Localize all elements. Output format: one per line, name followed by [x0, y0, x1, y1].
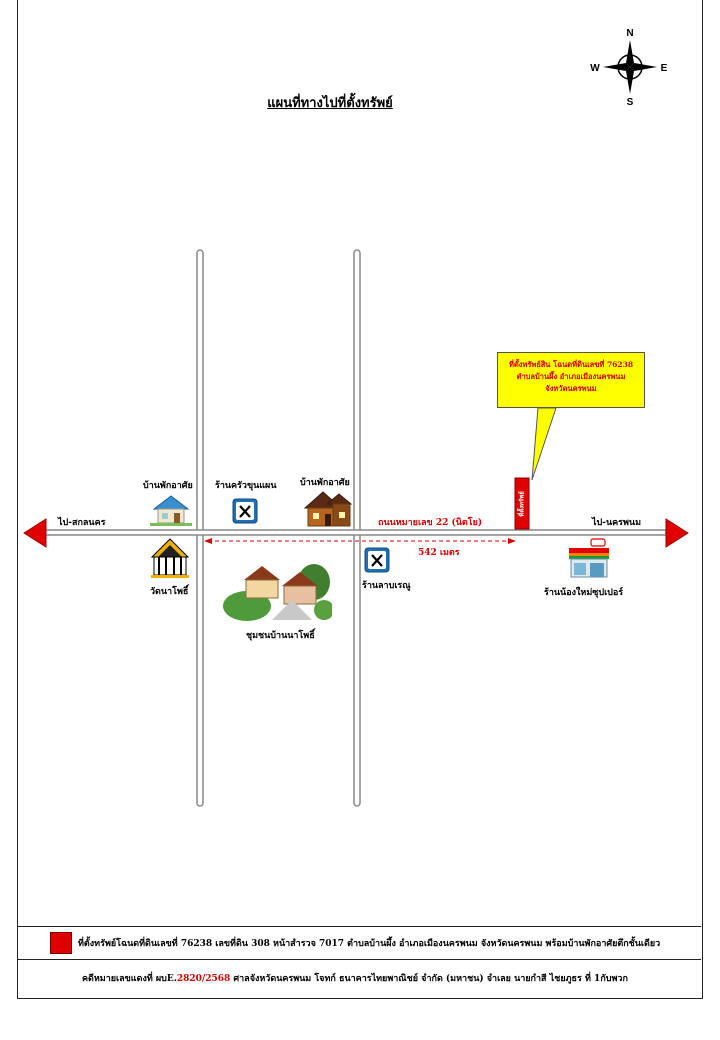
case-prefix: คดีหมายเลขแดงที่ ผบE. — [82, 974, 177, 984]
legend-description: ที่ตั้งทรัพย์โฉนดที่ดินเลขที่ 76238 เลขท… — [78, 939, 661, 949]
house-right-label: บ้านพักอาศัย — [300, 478, 350, 488]
restaurant-bottom-icon — [364, 547, 390, 573]
house-right-icon — [303, 491, 353, 527]
left-direction-label: ไป-สกลนคร — [58, 518, 106, 528]
road-name-label: ถนนหมายเลข 22 (นิตโย) — [378, 518, 483, 528]
compass-e: E — [661, 63, 668, 74]
distance-label: 542 เมตร — [418, 548, 460, 558]
store-icon — [569, 538, 609, 578]
distance-arrow-left-icon — [204, 538, 212, 544]
temple-label: วัดนาโพธิ์ — [150, 587, 189, 597]
compass-s: S — [627, 97, 634, 106]
case-info: คดีหมายเลขแดงที่ ผบE.2820/2568 ศาลจังหวั… — [82, 971, 628, 985]
case-number: 2820/2568 — [176, 974, 231, 984]
compass-w: W — [590, 63, 600, 74]
store-label: ร้านน้องใหม่ซุปเปอร์ — [544, 588, 624, 598]
callout-line3: จังหวัดนครพนม — [545, 384, 597, 393]
restaurant-top-icon — [232, 498, 258, 524]
compass-rose: N S W E — [590, 28, 668, 106]
right-direction-label: ไป-นครพนม — [592, 518, 641, 528]
legend-row — [17, 926, 701, 960]
left-arrow-icon — [23, 518, 47, 548]
compass-n: N — [626, 28, 633, 39]
property-callout: ที่ตั้งทรัพย์สิน โฉนดที่ดินเลขที่ 76238 … — [497, 352, 645, 408]
callout-line2: ตำบลบ้านผึ้ง อำเภอเมืองนครพนม — [516, 372, 626, 381]
map-title: แผนที่ทางไปที่ตั้งทรัพย์ — [267, 96, 393, 111]
property-marker-text-wrap: ที่ตั้งทรัพย์ — [515, 478, 529, 529]
right-arrow-icon — [665, 518, 689, 548]
temple-icon — [150, 538, 190, 578]
vertical-road-right — [353, 249, 361, 807]
house-left-label: บ้านพักอาศัย — [143, 481, 193, 491]
vertical-road-left — [196, 249, 204, 807]
callout-pointer — [531, 407, 557, 481]
case-suffix: ศาลจังหวัดนครพนม โจทก์ ธนาคารไทยพาณิชย์ … — [230, 974, 628, 984]
main-road — [43, 529, 667, 536]
community-icon — [223, 564, 332, 621]
community-label: ชุมชนบ้านนาโพธิ์ — [246, 631, 315, 641]
property-marker — [514, 477, 530, 530]
restaurant-bottom-label: ร้านลาบเรณู — [362, 581, 411, 591]
legend-marker — [50, 932, 72, 954]
callout-line1: ที่ตั้งทรัพย์สิน โฉนดที่ดินเลขที่ 76238 — [508, 360, 634, 369]
map-frame — [17, 0, 703, 999]
distance-arrow-right-icon — [508, 538, 516, 544]
house-left-icon — [150, 495, 192, 526]
restaurant-top-label: ร้านครัวขุนแผน — [215, 481, 277, 491]
property-marker-label: ที่ตั้งทรัพย์ — [519, 490, 526, 517]
